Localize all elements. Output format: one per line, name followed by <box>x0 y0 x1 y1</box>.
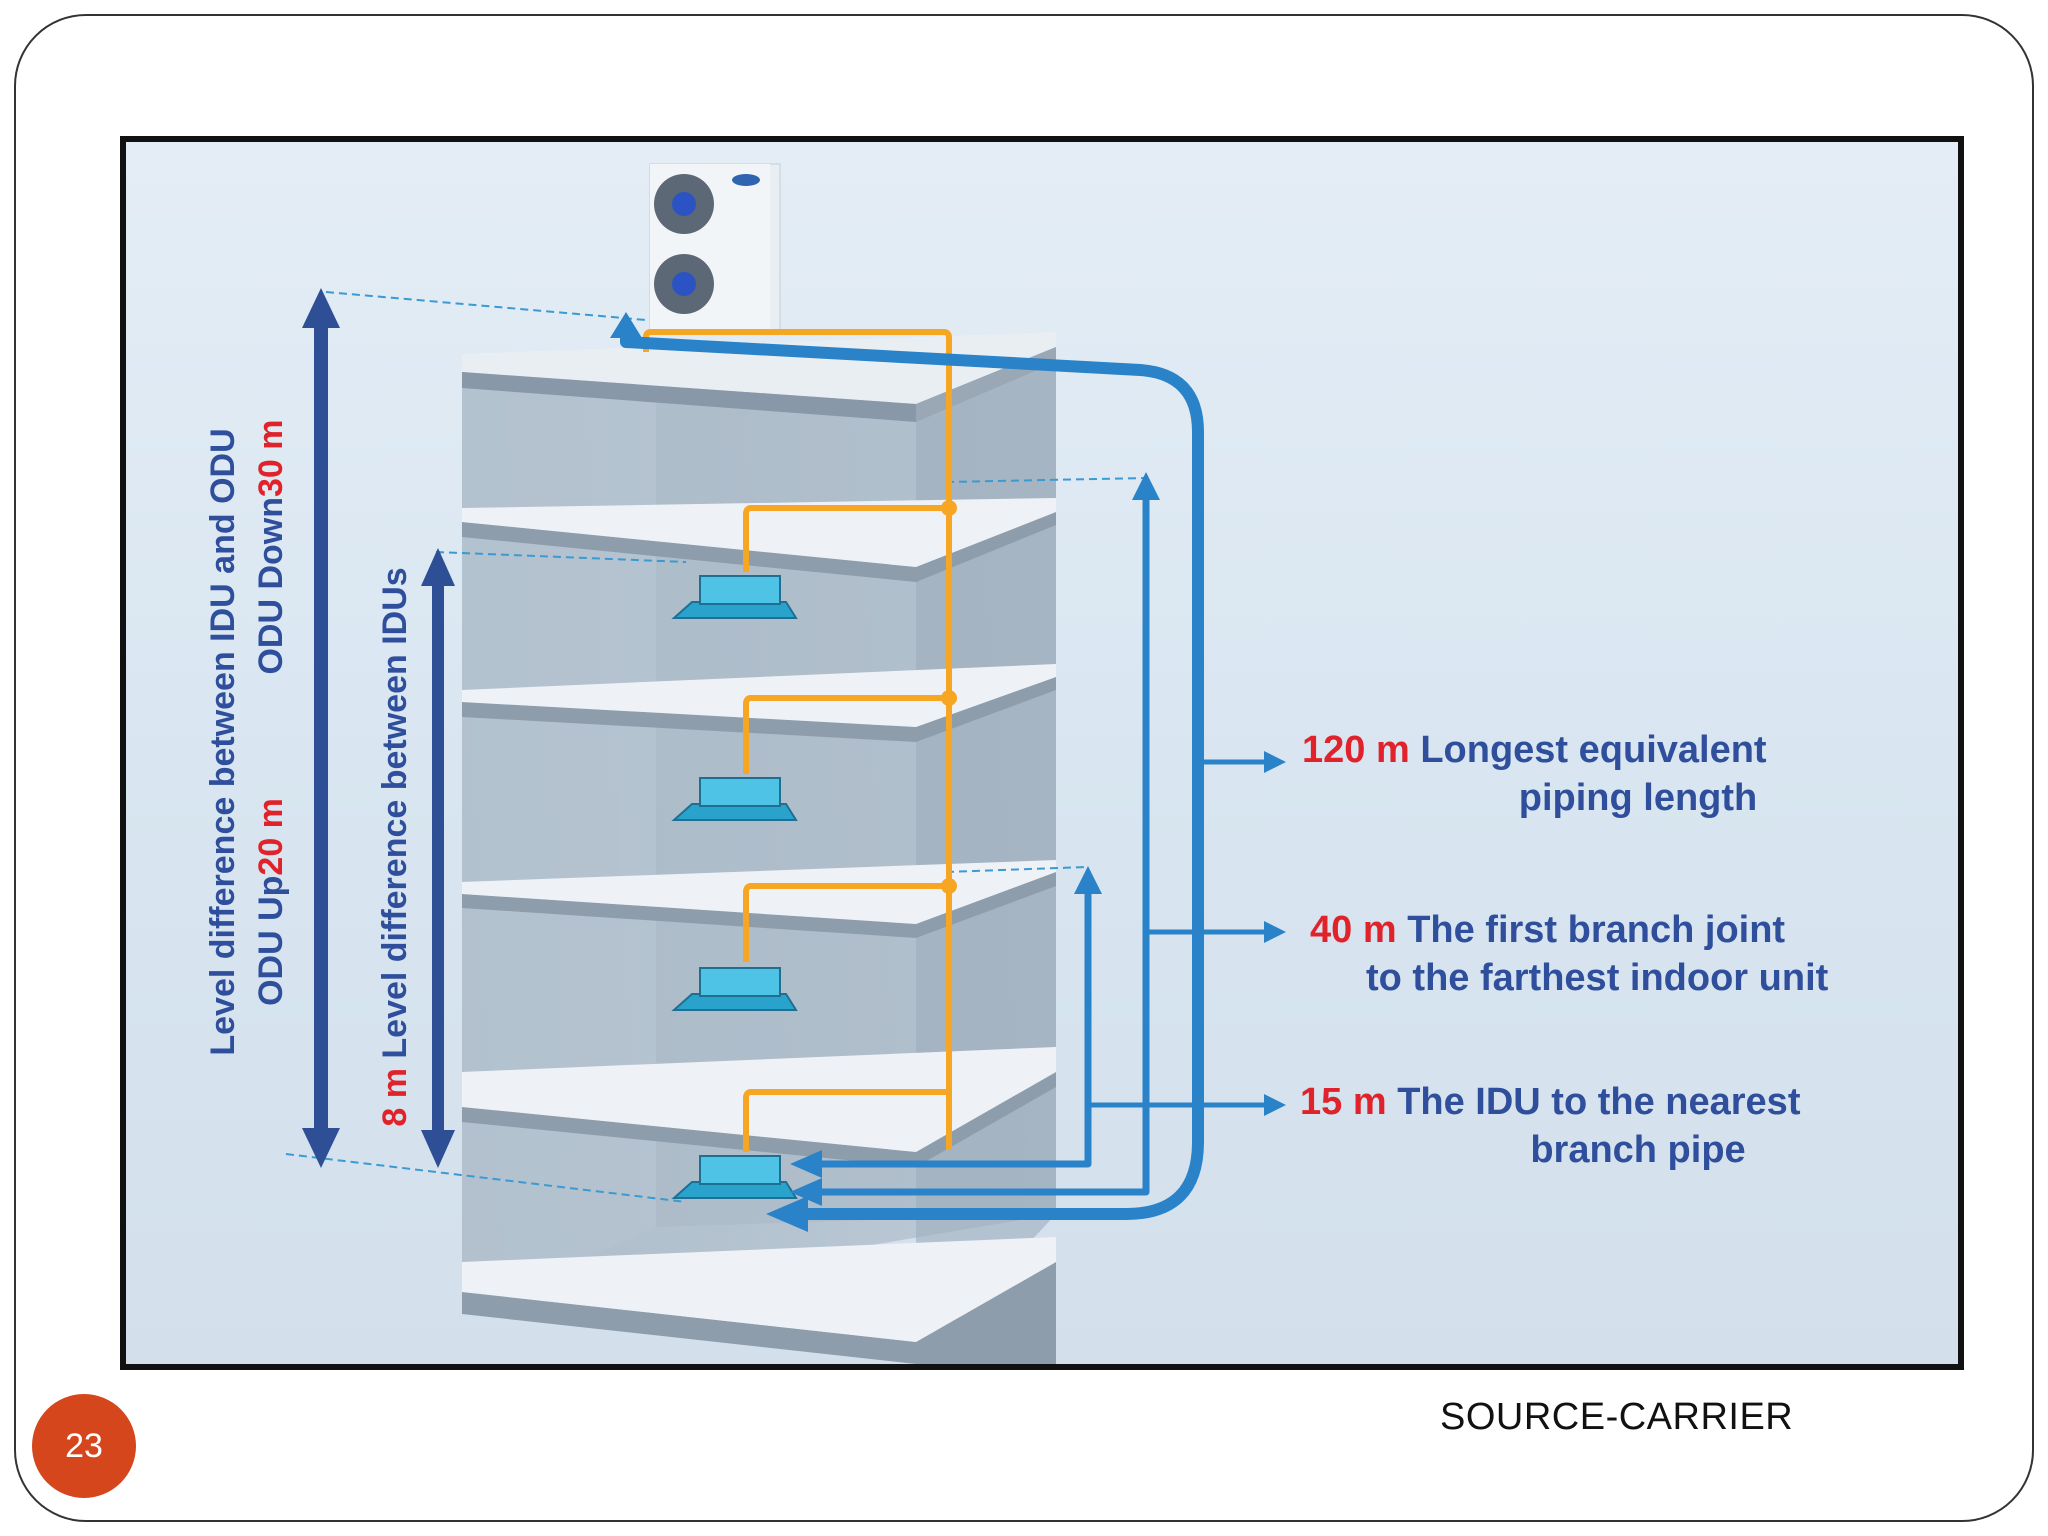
indoor-unit-icon <box>671 1155 798 1199</box>
idu-level-arrow <box>421 548 455 1168</box>
odu-up-label: ODU Up20 m <box>252 798 290 1006</box>
page-number-badge: 23 <box>32 1394 136 1498</box>
svg-text:40 m The first branch joint: 40 m The first branch joint <box>1310 909 1785 951</box>
blue-arrows <box>620 322 1269 1220</box>
floor-slab <box>462 498 1056 582</box>
dashed-guides <box>285 291 1147 1203</box>
source-credit: SOURCE-CARRIER <box>1440 1396 1794 1438</box>
svg-text:120 m Longest equivalent: 120 m Longest equivalent <box>1302 729 1767 771</box>
diagram-figure: Level difference between IDU and ODU ODU… <box>120 136 1964 1370</box>
indoor-unit-icon <box>671 967 798 1011</box>
outdoor-unit-icon <box>649 163 781 335</box>
idu-odu-level-label: Level difference between IDU and ODU <box>204 428 242 1055</box>
vrf-piping-diagram: Level difference between IDU and ODU ODU… <box>126 142 1958 1364</box>
callout-first-branch: 40 m The first branch joint to the farth… <box>1310 909 1829 999</box>
floor-slab <box>462 860 1056 938</box>
floor-slab <box>462 1047 1056 1167</box>
indoor-unit-icon <box>671 777 798 821</box>
callout-nearest-branch: 15 m The IDU to the nearest branch pipe <box>1300 1081 1801 1171</box>
idus-level-label: 8 m Level difference between IDUs <box>376 567 414 1126</box>
indoor-unit-icon <box>671 575 798 619</box>
arrow-heads <box>610 312 1286 1232</box>
odu-level-arrow <box>302 288 340 1168</box>
svg-text:piping length: piping length <box>1519 777 1758 819</box>
svg-text:15 m The IDU to the nearest: 15 m The IDU to the nearest <box>1300 1081 1801 1123</box>
refrigerant-piping <box>643 329 952 1152</box>
odu-down-label: ODU Down30 m <box>252 419 290 674</box>
callout-longest-piping: 120 m Longest equivalent piping length <box>1302 729 1767 819</box>
svg-text:to the farthest indoor unit: to the farthest indoor unit <box>1366 957 1829 999</box>
floor-slab <box>462 1237 1056 1364</box>
branch-joints <box>941 500 957 894</box>
svg-text:branch pipe: branch pipe <box>1530 1129 1745 1171</box>
